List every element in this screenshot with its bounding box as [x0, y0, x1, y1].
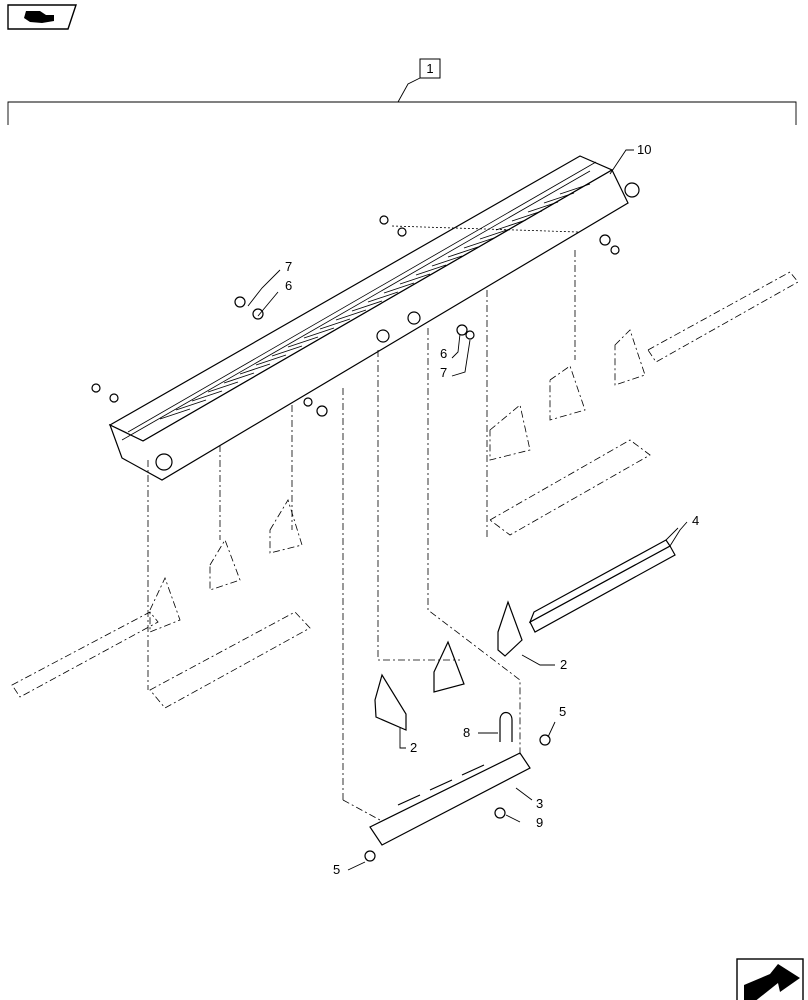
- callout-part-3: 3: [536, 796, 543, 811]
- manual-hand-icon[interactable]: [7, 4, 77, 30]
- callout-part-6-mid: 6: [440, 346, 447, 361]
- callout-part-2-right: 2: [560, 657, 567, 672]
- callout-part-8: 8: [463, 725, 470, 740]
- cutter-bar: [108, 155, 640, 481]
- next-page-arrow-icon[interactable]: [736, 958, 804, 1000]
- cutter-bar-slots: [159, 183, 591, 420]
- assembly-label: 1: [426, 61, 433, 76]
- callout-part-4: 4: [692, 513, 699, 528]
- left-guard-assembly: [11, 405, 311, 709]
- callout-part-7-mid: 7: [440, 365, 447, 380]
- leader-lines: [247, 149, 688, 871]
- assembly-label-box: [419, 58, 441, 79]
- callout-part-9: 9: [536, 815, 543, 830]
- front-exploded-assembly: [342, 328, 676, 862]
- callout-part-5-right: 5: [559, 704, 566, 719]
- callout-part-2-left: 2: [410, 740, 417, 755]
- callout-part-7-upper: 7: [285, 259, 292, 274]
- assembly-bracket: 1: [7, 58, 797, 125]
- right-guard-assembly: [486, 250, 799, 540]
- callout-part-10: 10: [637, 142, 651, 157]
- callout-part-6-upper: 6: [285, 278, 292, 293]
- callout-part-5-bottom: 5: [333, 862, 340, 877]
- bar-hardware: [91, 215, 620, 417]
